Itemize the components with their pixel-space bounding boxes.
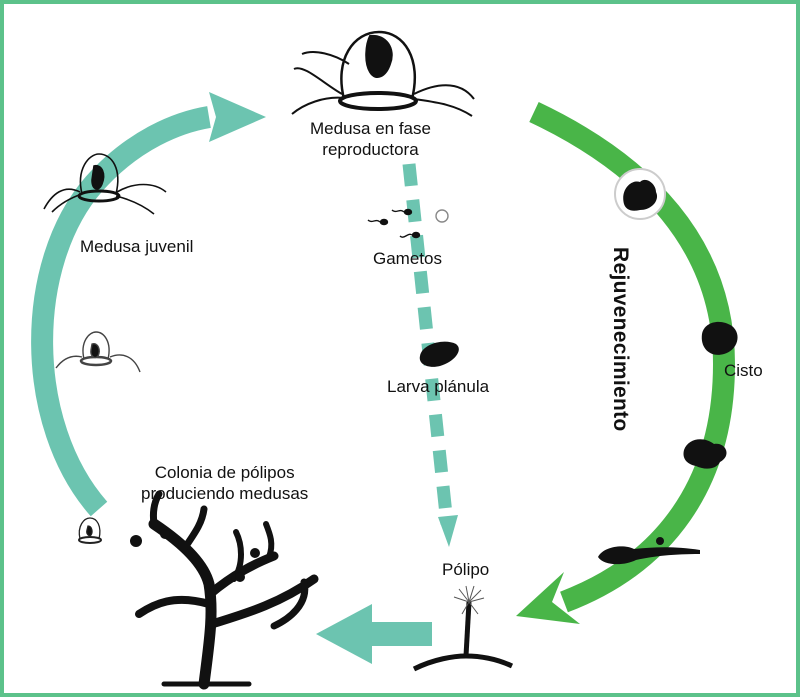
sperm-icon xyxy=(367,218,389,226)
teal-bottom-arrow xyxy=(316,604,432,664)
polyp-icon xyxy=(412,585,514,672)
cyst-icon xyxy=(598,546,700,565)
life-cycle-diagram xyxy=(31,30,738,690)
label-rejuvenecimiento: Rejuvenecimiento xyxy=(609,247,632,432)
label-medusa-reproductora: Medusa en fase reproductora xyxy=(310,118,431,160)
cyst-stages xyxy=(598,168,738,565)
cyst-icon xyxy=(683,439,727,469)
polyp-colony-icon xyxy=(130,490,319,690)
label-medusa-reproductora-line2: reproductora xyxy=(322,140,419,159)
medusa-tiny-icon xyxy=(78,517,102,544)
label-colonia: Colonia de pólipos produciendo medusas xyxy=(141,462,308,504)
label-cisto: Cisto xyxy=(724,361,763,380)
gametes-icon xyxy=(367,208,449,239)
teal-dashed-arrow xyxy=(402,163,458,547)
sperm-icon xyxy=(399,231,421,239)
egg-icon xyxy=(435,209,449,223)
label-colonia-line1: Colonia de pólipos xyxy=(154,463,295,482)
medusa-adult-icon xyxy=(291,30,475,117)
cyst-icon xyxy=(701,321,738,355)
label-larva-planula: Larva plánula xyxy=(387,377,490,396)
larva-planula-icon xyxy=(419,341,459,367)
label-gametos: Gametos xyxy=(373,249,442,268)
medusa-small-icon xyxy=(55,331,141,373)
medusa-juvenile-icon xyxy=(43,153,167,215)
label-medusa-reproductora-line1: Medusa en fase xyxy=(310,119,431,138)
label-medusa-juvenil: Medusa juvenil xyxy=(80,237,194,256)
label-polipo: Pólipo xyxy=(442,560,490,579)
sperm-icon xyxy=(391,208,413,216)
teal-arc-arrow xyxy=(31,92,266,517)
label-colonia-line2: produciendo medusas xyxy=(141,484,309,503)
